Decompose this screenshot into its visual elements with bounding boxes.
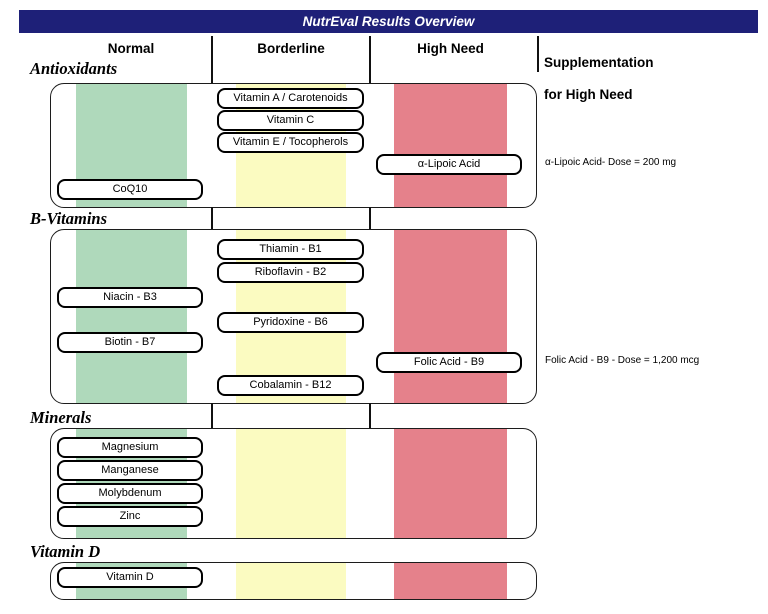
column-divider-line	[369, 36, 371, 83]
b-vitamins-panel: Thiamin - B1 Riboflavin - B2 Niacin - B3…	[50, 229, 537, 404]
supplementation-note-alpha-lipoic-acid: α-Lipoic Acid- Dose = 200 mg	[545, 157, 677, 168]
pill-riboflavin-b2: Riboflavin - B2	[217, 262, 364, 283]
pill-vitamin-d: Vitamin D	[57, 567, 203, 588]
page-title: NutrEval Results Overview	[302, 14, 475, 29]
column-header-high-need: High Need	[417, 41, 484, 56]
pill-biotin-b7: Biotin - B7	[57, 332, 203, 353]
pill-thiamin-b1: Thiamin - B1	[217, 239, 364, 260]
section-label-b-vitamins: B-Vitamins	[30, 209, 108, 228]
column-header-supplementation: Supplementation for High Need	[544, 39, 654, 119]
high-need-band	[394, 429, 507, 538]
section-label-minerals: Minerals	[30, 408, 92, 427]
column-header-borderline: Borderline	[257, 41, 325, 56]
pill-vitamin-a-carotenoids: Vitamin A / Carotenoids	[217, 88, 364, 109]
high-need-band	[394, 563, 507, 599]
pill-magnesium: Magnesium	[57, 437, 203, 458]
supplementation-header-line2: for High Need	[544, 87, 633, 102]
pill-vitamin-e-tocopherols: Vitamin E / Tocopherols	[217, 132, 364, 153]
column-divider-line	[211, 36, 213, 83]
column-connector-line	[369, 403, 371, 429]
pill-pyridoxine-b6: Pyridoxine - B6	[217, 312, 364, 333]
normal-band	[76, 230, 187, 403]
pill-cobalamin-b12: Cobalamin - B12	[217, 375, 364, 396]
supplementation-header-line1: Supplementation	[544, 55, 654, 70]
pill-coq10: CoQ10	[57, 179, 203, 200]
pill-manganese: Manganese	[57, 460, 203, 481]
pill-zinc: Zinc	[57, 506, 203, 527]
title-bar: NutrEval Results Overview	[19, 10, 758, 33]
column-connector-line	[369, 207, 371, 230]
supplementation-divider-line	[537, 36, 539, 72]
column-connector-line	[211, 403, 213, 429]
high-need-band	[394, 230, 507, 403]
section-label-vitamin-d: Vitamin D	[30, 542, 101, 561]
section-label-antioxidants: Antioxidants	[30, 59, 118, 78]
supplementation-note-folic-acid-b9: Folic Acid - B9 - Dose = 1,200 mcg	[545, 355, 700, 366]
pill-vitamin-c: Vitamin C	[217, 110, 364, 131]
borderline-band	[236, 429, 346, 538]
column-connector-line	[211, 207, 213, 230]
borderline-band	[236, 563, 346, 599]
minerals-panel: Magnesium Manganese Molybdenum Zinc	[50, 428, 537, 539]
antioxidants-panel: Vitamin A / Carotenoids Vitamin C Vitami…	[50, 83, 537, 208]
vitamin-d-panel: Vitamin D	[50, 562, 537, 600]
pill-alpha-lipoic-acid: α-Lipoic Acid	[376, 154, 522, 175]
pill-niacin-b3: Niacin - B3	[57, 287, 203, 308]
pill-molybdenum: Molybdenum	[57, 483, 203, 504]
pill-folic-acid-b9: Folic Acid - B9	[376, 352, 522, 373]
column-header-normal: Normal	[107, 41, 155, 56]
high-need-band	[394, 84, 507, 207]
